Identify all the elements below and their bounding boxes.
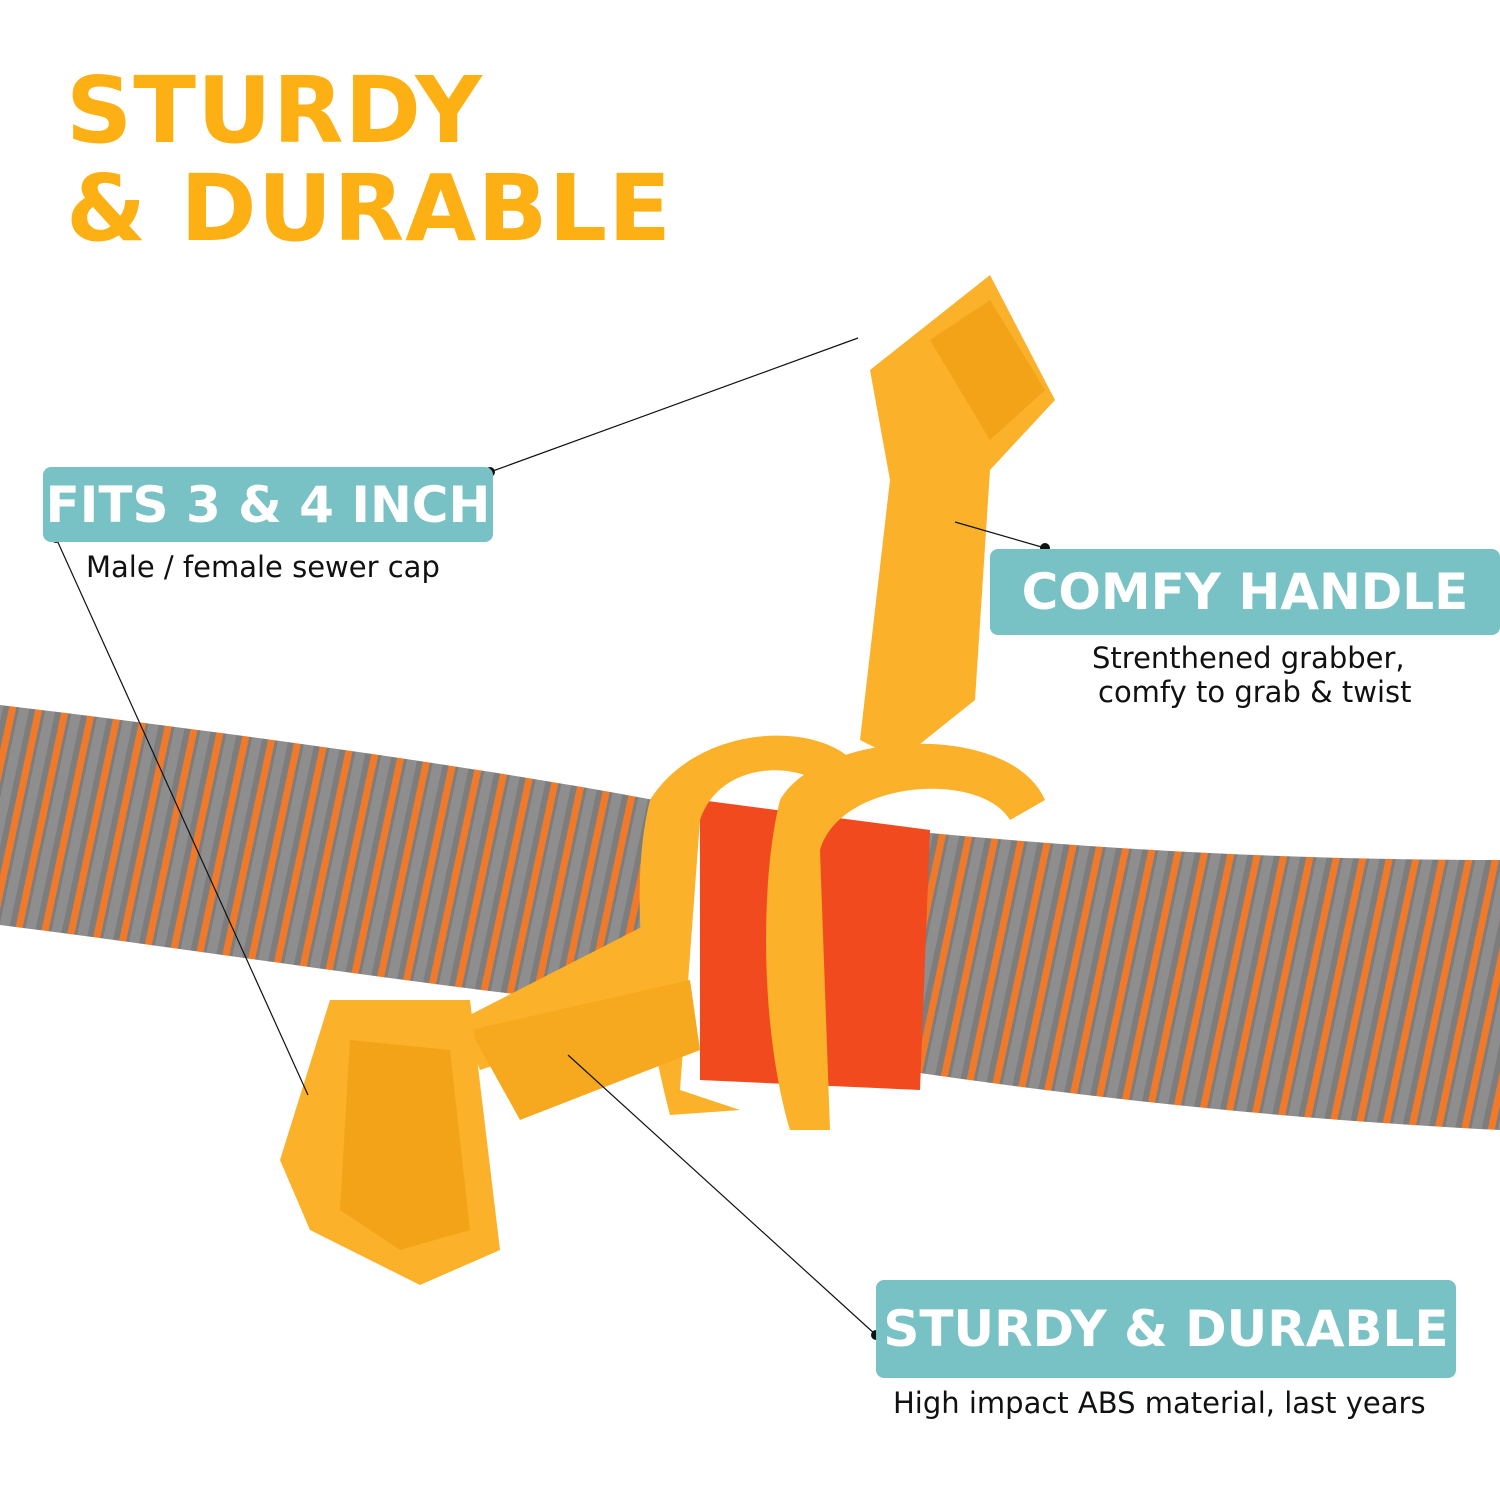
callout-handle-description-line1: Strenthened grabber, — [1092, 641, 1405, 675]
callout-handle-description-line2: comfy to grab & twist — [1098, 675, 1412, 709]
leader-lines — [55, 337, 1046, 1336]
callout-handle-description: Strenthened grabber, comfy to grab & twi… — [1092, 641, 1412, 709]
hose-right — [900, 830, 1500, 1130]
callout-fits-description: Male / female sewer cap — [86, 550, 440, 584]
headline-line2: & DURABLE — [66, 155, 672, 262]
callout-durable-description: High impact ABS material, last years — [893, 1386, 1426, 1420]
callout-handle-badge: COMFY HANDLE — [990, 549, 1500, 635]
callout-durable-badge: STURDY & DURABLE — [876, 1280, 1456, 1378]
hose-left — [0, 705, 680, 1010]
headline: STURDY & DURABLE — [66, 62, 672, 258]
headline-line1: STURDY — [66, 57, 483, 164]
wrench — [280, 275, 1055, 1285]
callout-fits-badge: FITS 3 & 4 INCH — [43, 467, 493, 542]
